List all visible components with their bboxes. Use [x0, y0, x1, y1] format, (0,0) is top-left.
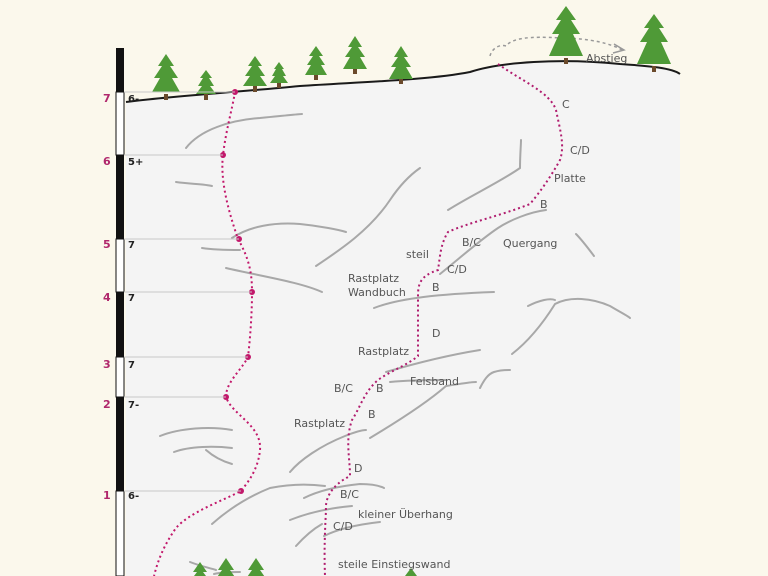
label-ledge: Felsband — [410, 375, 459, 388]
pitch-grade: 7 — [128, 240, 135, 251]
label-grade: B — [432, 281, 440, 294]
scale-segment — [116, 397, 124, 491]
tree-icon — [637, 14, 671, 72]
scale-top-cap — [116, 48, 124, 92]
tree-icon — [247, 558, 265, 576]
route-left — [153, 91, 262, 576]
label-descent: Abstieg — [586, 52, 627, 65]
tree-icon — [217, 558, 235, 576]
scale-segment — [115, 356, 125, 398]
label-grade: B — [368, 408, 376, 421]
route-labels: Abstieg C C/D Platte B B/C Quergang stei… — [294, 52, 627, 571]
pitch-number: 4 — [103, 291, 111, 304]
tree-icon — [270, 62, 288, 88]
scale-segment — [115, 91, 125, 156]
tree-icon — [305, 46, 327, 80]
scale-segment — [116, 155, 124, 239]
pitch-grades: 6- 5+ 7 7 7 7- 6- — [128, 94, 143, 502]
label-grade: B/C — [462, 236, 481, 249]
label-grade: B/C — [334, 382, 353, 395]
pitch-scale — [115, 48, 252, 576]
label-grade: C/D — [570, 144, 590, 157]
label-grade: B — [540, 198, 548, 211]
route-right — [323, 63, 564, 576]
label-rest: Rastplatz — [294, 417, 345, 430]
pitch-grade: 6- — [128, 94, 139, 105]
tree-icon — [343, 36, 367, 74]
label-traverse: Quergang — [503, 237, 557, 250]
pitch-number: 6 — [103, 155, 111, 168]
trees — [152, 6, 671, 576]
scale-segment — [115, 490, 125, 576]
pitch-number: 3 — [103, 358, 111, 371]
pitch-number: 1 — [103, 489, 111, 502]
label-grade: C/D — [447, 263, 467, 276]
label-overhang: kleiner Überhang — [358, 508, 453, 521]
label-start-wall: steile Einstiegswand — [338, 558, 450, 571]
scale-segment — [115, 238, 125, 293]
label-grade: D — [354, 462, 362, 475]
descent-arrowhead — [612, 43, 626, 54]
tree-icon — [243, 56, 267, 92]
label-rest: Rastplatz — [358, 345, 409, 358]
pitch-numbers: 7 6 5 4 3 2 1 — [103, 92, 111, 502]
pitch-grade: 7 — [128, 360, 135, 371]
descent-arrow — [489, 36, 623, 57]
pitch-number: 7 — [103, 92, 111, 105]
label-grade: D — [432, 327, 440, 340]
pitch-grade: 5+ — [128, 157, 143, 168]
label-book: Wandbuch — [348, 286, 406, 299]
pitch-number: 2 — [103, 398, 111, 411]
tree-icon — [389, 46, 413, 84]
pitch-grade: 7- — [128, 400, 139, 411]
tree-icon — [193, 562, 207, 576]
tree-icon — [405, 568, 417, 576]
label-grade: C/D — [333, 520, 353, 533]
scale-segment — [116, 292, 124, 357]
tree-icon — [152, 54, 180, 100]
rock-structure-lines — [159, 113, 631, 575]
pitch-number: 5 — [103, 238, 111, 251]
label-grade: B — [376, 382, 384, 395]
tree-icon — [196, 70, 216, 100]
tree-icon — [549, 6, 583, 64]
label-steep: steil — [406, 248, 429, 261]
rock-face — [126, 61, 680, 576]
pitch-grade: 7 — [128, 293, 135, 304]
label-grade: B/C — [340, 488, 359, 501]
label-grade: C — [562, 98, 570, 111]
label-slab: Platte — [554, 172, 586, 185]
label-rest: Rastplatz — [348, 272, 399, 285]
pitch-grade: 6- — [128, 491, 139, 502]
